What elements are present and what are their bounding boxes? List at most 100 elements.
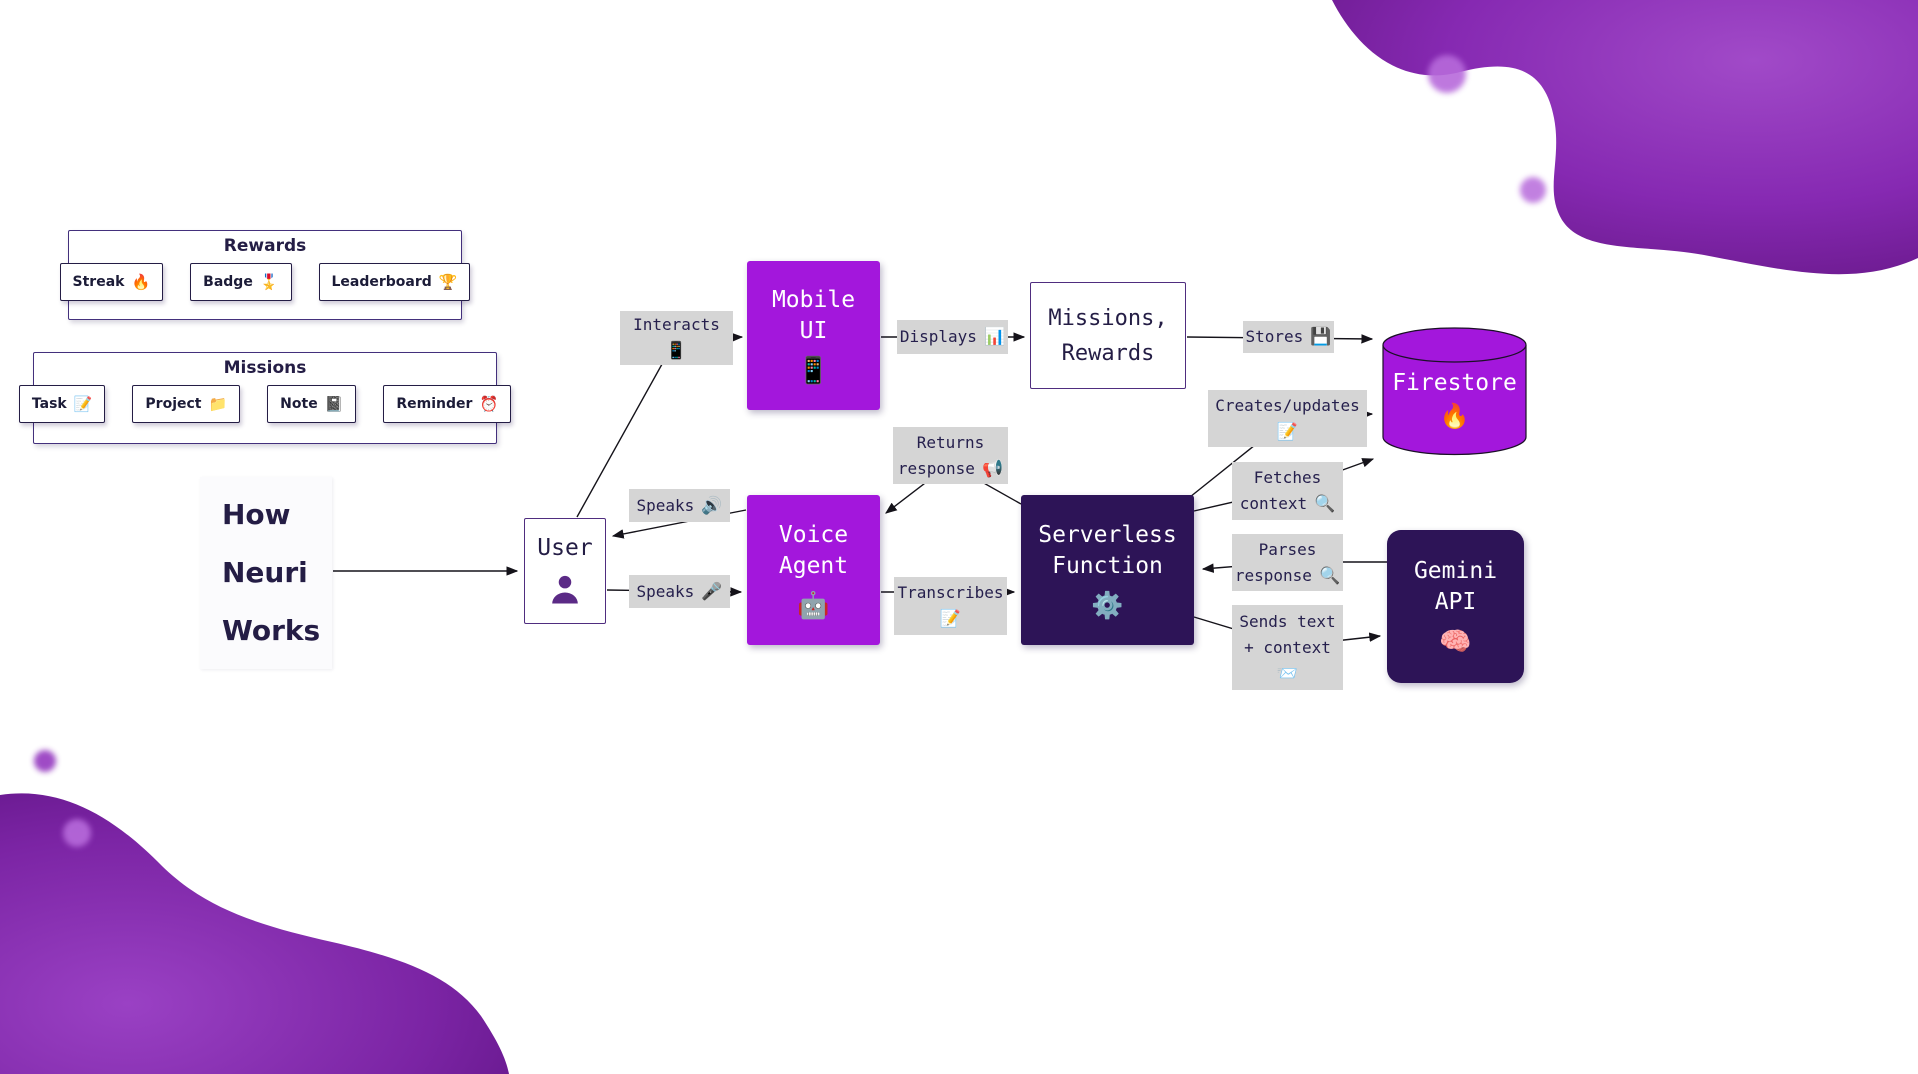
robot-icon: 🤖 <box>797 590 830 621</box>
node-voice-agent-line-2: Agent <box>778 552 849 579</box>
memo-icon: 📝 <box>939 609 962 629</box>
node-firestore: Firestore 🔥 <box>1380 325 1529 459</box>
node-serverless-line-1: Serverless <box>1038 521 1177 548</box>
node-voice-agent-line-1: Voice <box>778 521 849 548</box>
node-mobile-ui: Mobile UI 📱 <box>747 261 880 410</box>
missions-panel: Missions Task 📝 Project 📁 Note 📓 Reminde… <box>18 352 512 444</box>
edge-interacts-text: Interacts <box>633 315 720 334</box>
edge-stores-text: Stores <box>1245 327 1304 346</box>
bar-chart-icon: 📊 <box>983 327 1006 347</box>
page-title-line-3: Works <box>222 614 321 647</box>
edge-speaks-out-text: Speaks <box>636 495 695 515</box>
chip-note-label: Note <box>280 396 318 412</box>
chip-task: Task 📝 <box>18 385 106 423</box>
flame-icon: 🔥 <box>1439 402 1470 430</box>
memo-icon: 📝 <box>73 395 93 413</box>
firestore-cylinder-shape <box>1382 327 1527 456</box>
node-serverless-line-2: Function <box>1052 552 1163 579</box>
edge-label-interacts: Interacts 📱 <box>620 311 733 365</box>
page-title-line-2: Neuri <box>222 556 308 589</box>
edge-fetches-line-2: context <box>1239 494 1308 513</box>
blob-dot <box>34 750 56 772</box>
node-serverless-function: Serverless Function ⚙️ <box>1021 495 1194 645</box>
edge-fetches-line-1: Fetches <box>1253 468 1322 487</box>
edge-label-parses-response: Parses response 🔍 <box>1232 534 1343 591</box>
chip-streak-label: Streak <box>72 274 125 290</box>
page-title-line-1: How <box>222 498 291 531</box>
gear-icon: ⚙️ <box>1091 590 1124 621</box>
trophy-icon: 🏆 <box>438 273 458 291</box>
node-user-label: User <box>537 535 593 561</box>
node-missions-rewards-line-2: Rewards <box>1061 340 1155 366</box>
edge-label-displays: Displays 📊 <box>897 320 1008 354</box>
chip-badge-label: Badge <box>203 274 253 290</box>
edge-sends-line-1: Sends text <box>1239 611 1336 631</box>
alarm-clock-icon: ⏰ <box>479 395 499 413</box>
edge-parses-line-2: response <box>1234 565 1312 585</box>
edge-creates-text: Creates/updates <box>1215 395 1360 415</box>
chip-leaderboard: Leaderboard 🏆 <box>318 263 471 301</box>
node-gemini-api: Gemini API 🧠 <box>1387 530 1524 683</box>
chip-leaderboard-label: Leaderboard <box>331 274 432 290</box>
chip-reminder-label: Reminder <box>396 396 473 412</box>
rewards-chips: Streak 🔥 Badge 🎖️ Leaderboard 🏆 <box>59 263 471 301</box>
memo-icon: 📝 <box>1276 421 1299 442</box>
edge-returns-line-2: response <box>897 458 975 478</box>
page-title: How Neuri Works <box>222 486 320 660</box>
brain-icon: 🧠 <box>1439 627 1472 657</box>
mobile-phone-icon: 📱 <box>797 356 830 386</box>
chip-task-label: Task <box>31 396 67 412</box>
chip-streak: Streak 🔥 <box>59 263 164 301</box>
edge-label-stores: Stores 💾 <box>1243 321 1334 353</box>
user-silhouette-icon <box>547 573 583 609</box>
chip-note: Note 📓 <box>267 385 357 423</box>
blob-dot <box>63 819 91 847</box>
notebook-icon: 📓 <box>324 395 344 413</box>
edge-returns-line-1: Returns <box>916 432 985 452</box>
medal-icon: 🎖️ <box>259 273 279 291</box>
edge-label-fetches-context: Fetches context 🔍 <box>1232 462 1343 520</box>
node-voice-agent: Voice Agent 🤖 <box>747 495 880 645</box>
magnifier-icon: 🔍 <box>1314 494 1336 514</box>
edge-parses-line-1: Parses <box>1258 539 1317 559</box>
mobile-phone-icon: 📱 <box>665 341 688 361</box>
edge-label-creates-updates: Creates/updates 📝 <box>1208 390 1367 447</box>
microphone-icon: 🎤 <box>701 581 723 602</box>
node-mobile-ui-line-2: UI <box>799 318 828 344</box>
node-missions-rewards-line-1: Missions, <box>1048 305 1168 331</box>
edge-sends-line-2: + context <box>1244 637 1331 657</box>
edge-speaks-in-text: Speaks <box>636 581 695 601</box>
rewards-panel: Rewards Streak 🔥 Badge 🎖️ Leaderboard 🏆 <box>59 230 471 320</box>
blob-bottom-left <box>0 793 509 1074</box>
envelope-icon: 📨 <box>1276 663 1299 684</box>
node-gemini-line-1: Gemini <box>1413 558 1498 584</box>
missions-panel-title: Missions <box>223 358 307 378</box>
blob-dot <box>1520 177 1546 203</box>
edge-transcribes-text: Transcribes <box>897 583 1004 602</box>
missions-chips: Task 📝 Project 📁 Note 📓 Reminder ⏰ <box>18 385 512 423</box>
chip-project-label: Project <box>145 396 202 412</box>
chip-badge: Badge 🎖️ <box>190 263 292 301</box>
node-firestore-label: Firestore <box>1392 370 1517 396</box>
megaphone-icon: 📢 <box>981 458 1004 479</box>
floppy-disk-icon: 💾 <box>1310 327 1332 347</box>
magnifier-icon: 🔍 <box>1318 565 1341 586</box>
edge-label-sends-text-context: Sends text + context 📨 <box>1232 605 1343 690</box>
blob-dot <box>1428 55 1466 93</box>
edge-label-speaks-to-user: Speaks 🔊 <box>629 489 730 522</box>
speaker-icon: 🔊 <box>701 495 723 516</box>
folder-icon: 📁 <box>208 395 228 413</box>
fire-icon: 🔥 <box>131 273 151 291</box>
edge-label-returns-response: Returns response 📢 <box>893 427 1008 484</box>
blob-top-right <box>1332 0 1918 275</box>
edge-displays-text: Displays <box>899 327 977 346</box>
rewards-panel-title: Rewards <box>223 236 307 256</box>
node-user: User <box>524 518 606 624</box>
edge-label-speaks-to-agent: Speaks 🎤 <box>629 575 730 608</box>
chip-reminder: Reminder ⏰ <box>383 385 512 423</box>
node-mobile-ui-line-1: Mobile <box>771 287 856 313</box>
edge-label-transcribes: Transcribes 📝 <box>894 577 1007 635</box>
heading-card <box>200 477 332 669</box>
